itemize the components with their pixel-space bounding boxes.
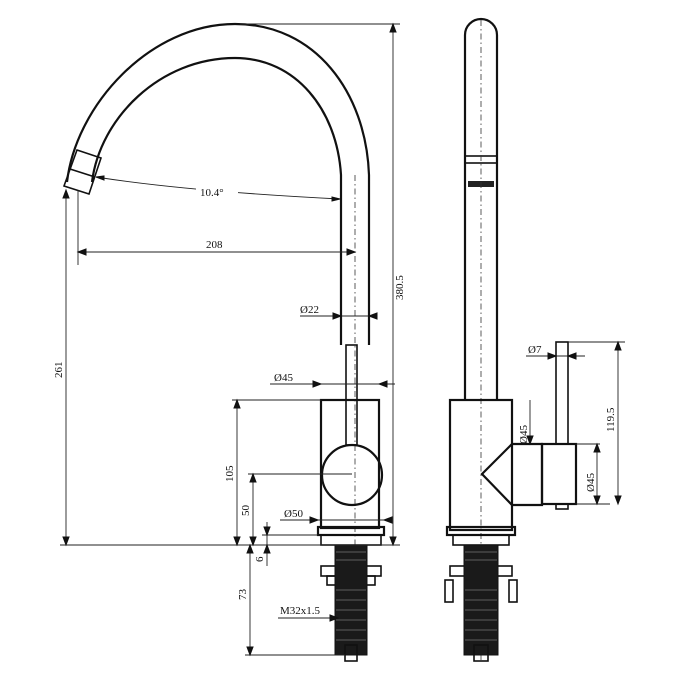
aerator-tip	[62, 148, 103, 196]
side-handle	[540, 442, 578, 506]
base-diameter-label: Ø50	[284, 508, 303, 520]
side-view	[444, 17, 578, 662]
thread-length-label: 73	[237, 589, 249, 601]
faucet-body	[319, 398, 381, 530]
side-body-diameter-label: Ø45	[518, 425, 530, 444]
handle-height-label: 119.5	[605, 407, 617, 432]
lever-knob	[320, 443, 384, 507]
side-dimensions: Ø7 Ø45 Ø45 119.5	[518, 340, 625, 506]
spout-height-label: 261	[53, 362, 65, 379]
lever-diameter-label: Ø7	[528, 344, 542, 356]
reach-label: 208	[206, 239, 223, 251]
lever-height-label: 50	[240, 505, 252, 517]
spout-outer	[65, 22, 371, 345]
body-diameter-label: Ø45	[274, 372, 293, 384]
angle-label: 10.4°	[200, 187, 224, 199]
front-view	[62, 22, 386, 662]
side-spout	[463, 17, 499, 400]
side-lever-stem	[555, 341, 569, 445]
front-dimensions: 10.4° 208 380.5 261 Ø22 Ø45	[53, 22, 406, 657]
base-thickness-label: 6	[254, 556, 266, 562]
body-height-label: 105	[224, 465, 236, 482]
spout-diameter-label: Ø22	[300, 304, 319, 316]
thread-spec-label: M32x1.5	[280, 605, 321, 617]
handle-diameter-label: Ø45	[585, 473, 597, 492]
overall-height-label: 380.5	[394, 275, 406, 300]
spout-inner	[90, 56, 343, 345]
